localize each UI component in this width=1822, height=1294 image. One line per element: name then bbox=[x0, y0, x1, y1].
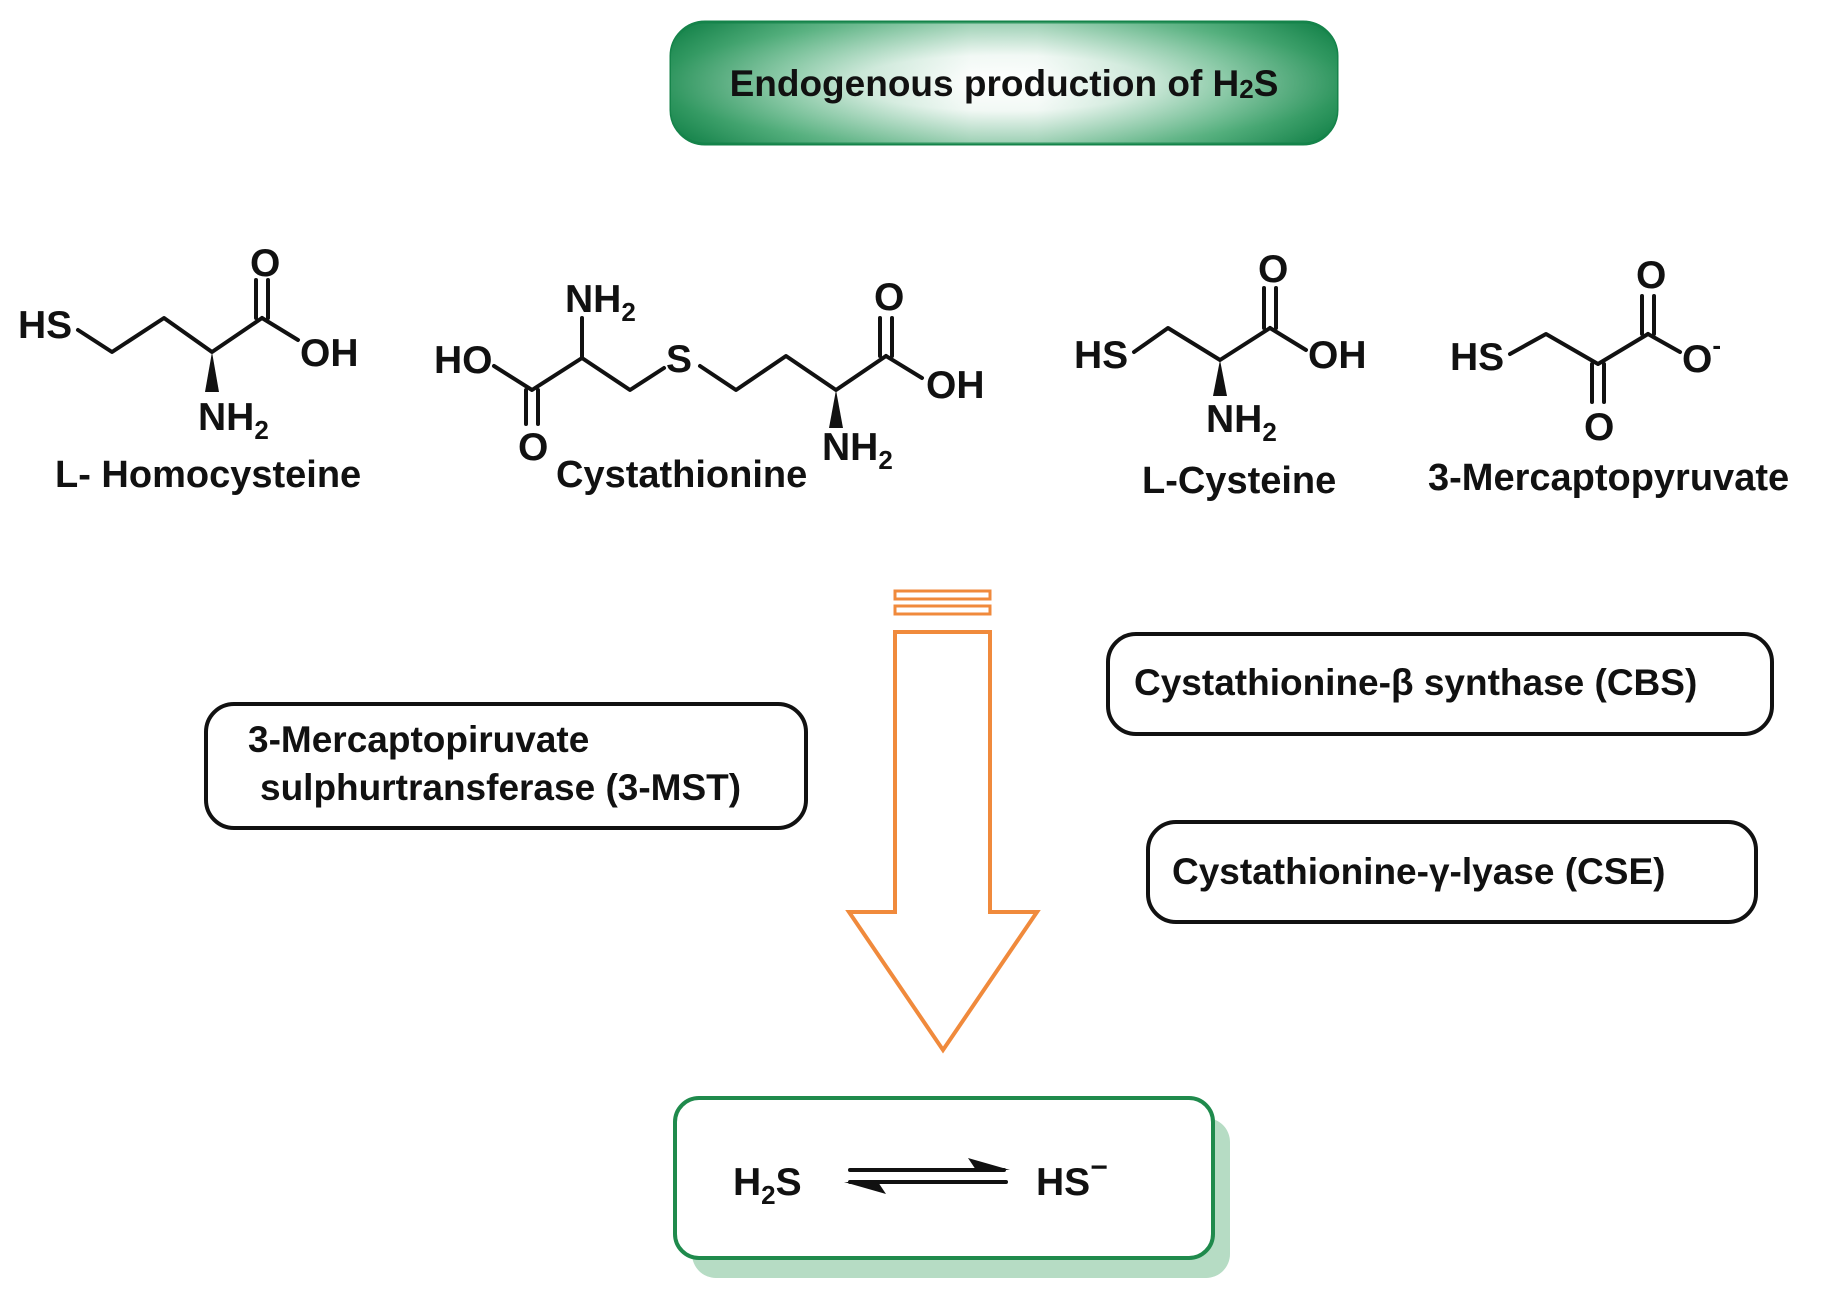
atom-sh: HS bbox=[1074, 334, 1128, 377]
molecule-name: 3-Mercaptopyruvate bbox=[1428, 457, 1789, 499]
atom-ho: HO bbox=[434, 339, 493, 382]
bond-c-o-minus bbox=[1646, 332, 1682, 354]
title-pill-glow bbox=[671, 22, 1337, 144]
box-outline bbox=[1106, 632, 1774, 736]
molecule-name: L-Cysteine bbox=[1142, 460, 1336, 502]
enzyme-box-cse: Cystathionine-γ-lyase (CSE) bbox=[1146, 820, 1758, 924]
atom-o: O bbox=[250, 242, 280, 285]
molecule-cystathionine: NH2 HO O S O OH NH2 Cystathionine bbox=[434, 276, 985, 496]
box-outline bbox=[673, 1096, 1215, 1260]
reaction-arrow bbox=[845, 589, 1041, 1054]
molecule-l-cysteine: HS O OH NH2 L-Cysteine bbox=[1074, 248, 1367, 502]
atom-o-bottom: O bbox=[1584, 406, 1614, 449]
arrow-stripe-2 bbox=[893, 604, 992, 616]
wedge-bond bbox=[1213, 360, 1227, 396]
atom-oh: OH bbox=[1308, 334, 1367, 377]
bond-c-oh bbox=[1268, 326, 1308, 352]
atom-o-left: O bbox=[518, 426, 548, 469]
atom-o-top: O bbox=[1636, 254, 1666, 297]
atom-sh: HS bbox=[18, 304, 72, 347]
bond-c-oh bbox=[260, 316, 300, 342]
atom-oh-right: OH bbox=[926, 364, 985, 407]
atom-nh2-bottom: NH2 bbox=[822, 426, 893, 475]
bond-backbone bbox=[76, 316, 264, 354]
wedge-bond bbox=[205, 352, 219, 392]
forward-arrow-head bbox=[968, 1158, 1010, 1170]
enzyme-box-cbs: Cystathionine-β synthase (CBS) bbox=[1106, 632, 1774, 736]
atom-s: S bbox=[666, 338, 692, 381]
wedge-bond bbox=[829, 390, 843, 428]
species-h2s: H2S bbox=[733, 1161, 802, 1210]
box-outline bbox=[1146, 820, 1758, 924]
atom-sh: HS bbox=[1450, 336, 1504, 379]
page-title: Endogenous production of H2S bbox=[730, 63, 1279, 104]
title-banner: Endogenous production of H2S bbox=[669, 20, 1339, 146]
box-outline bbox=[204, 702, 808, 830]
reverse-arrow-head bbox=[844, 1182, 886, 1194]
atom-nh2-top: NH2 bbox=[565, 278, 636, 327]
molecule-name: Cystathionine bbox=[556, 454, 807, 496]
molecule-3-mercaptopyruvate: HS O O- O 3-Mercaptopyruvate bbox=[1428, 254, 1789, 499]
enzyme-label: Cystathionine-γ-lyase (CSE) bbox=[1172, 851, 1665, 892]
bond-backbone bbox=[1132, 326, 1272, 362]
atom-nh2: NH2 bbox=[1206, 398, 1277, 447]
molecule-name: L- Homocysteine bbox=[55, 454, 361, 496]
arrow-body bbox=[845, 630, 1041, 1054]
enzyme-label-line2: sulphurtransferase (3-MST) bbox=[260, 767, 741, 808]
enzyme-label: Cystathionine-β synthase (CBS) bbox=[1134, 662, 1697, 703]
atom-nh2: NH2 bbox=[198, 396, 269, 445]
enzyme-box-3-mst: 3-Mercaptopiruvate sulphurtransferase (3… bbox=[204, 702, 808, 830]
bond-c-oh-right bbox=[884, 354, 924, 380]
equilibrium-arrows bbox=[844, 1158, 1010, 1194]
atom-oh: OH bbox=[300, 332, 359, 375]
arrow-stripe-1 bbox=[893, 589, 992, 601]
atom-o-right: O bbox=[874, 276, 904, 319]
bond-right-backbone bbox=[698, 354, 888, 392]
species-hs-minus: HS− bbox=[1036, 1151, 1108, 1204]
atom-o: O bbox=[1258, 248, 1288, 291]
equilibrium-box: H2S HS− bbox=[673, 1096, 1230, 1278]
bond-backbone bbox=[1508, 332, 1650, 366]
bond-left-backbone bbox=[492, 356, 666, 392]
atom-o-minus: O- bbox=[1682, 330, 1721, 381]
enzyme-label-line1: 3-Mercaptopiruvate bbox=[248, 719, 589, 760]
molecule-l-homocysteine: HS O OH NH2 L- Homocysteine bbox=[18, 242, 361, 496]
